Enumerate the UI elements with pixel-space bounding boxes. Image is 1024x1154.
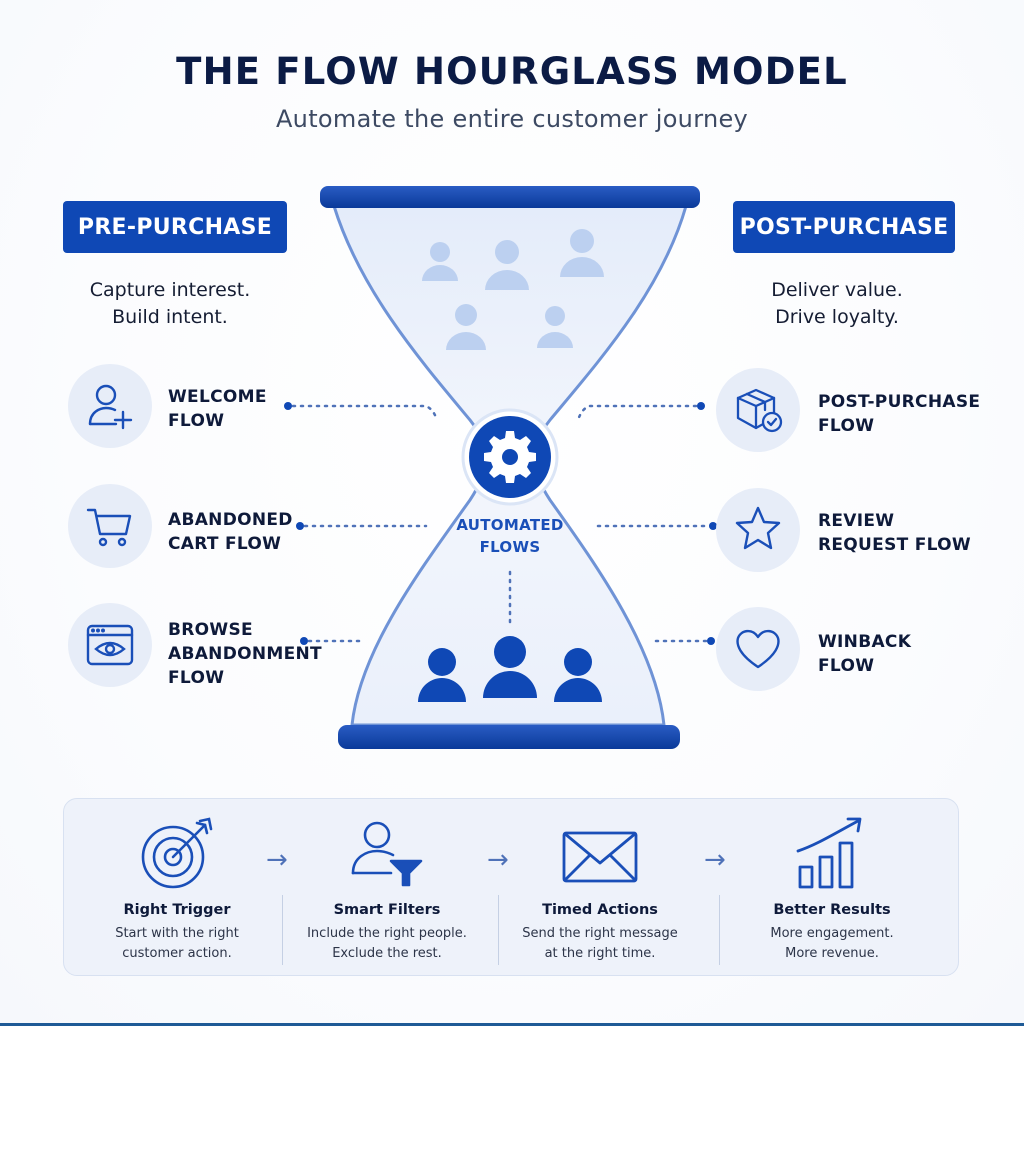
step-desc-line: More engagement. <box>770 926 894 941</box>
center-label-line: FLOWS <box>479 538 541 556</box>
arrow-right-icon: → <box>266 845 288 875</box>
top-people-group <box>422 229 604 350</box>
flow-label-line: ABANDONED <box>168 510 293 530</box>
benefits-panel: Right Trigger Start with the right custo… <box>63 798 959 976</box>
step-desc-line: Start with the right <box>115 926 239 941</box>
step-description: Include the right people. Exclude the re… <box>277 924 497 964</box>
flow-label-line: CART FLOW <box>168 534 282 554</box>
review-request-flow-label: REVIEW REQUEST FLOW <box>818 509 971 557</box>
connector-dot <box>697 402 705 410</box>
person-icon <box>422 242 458 281</box>
pre-tagline-line: Capture interest. <box>89 279 251 301</box>
post-purchase-tagline: Deliver value. Drive loyalty. <box>697 277 977 331</box>
step-divider <box>498 895 499 965</box>
flow-label-line: ABANDONMENT <box>168 644 322 664</box>
connector-dot <box>284 402 292 410</box>
step-desc-line: Exclude the rest. <box>332 946 442 961</box>
pre-purchase-tagline: Capture interest. Build intent. <box>30 277 310 331</box>
flow-label-line: FLOW <box>168 411 225 431</box>
package-check-icon <box>736 388 783 433</box>
connector-dot <box>709 522 717 530</box>
welcome-flow-label: WELCOME FLOW <box>168 385 267 433</box>
flow-label-line: WINBACK <box>818 632 912 652</box>
step-desc-line: Send the right message <box>522 926 678 941</box>
arrow-right-icon: → <box>704 845 726 875</box>
step-divider <box>719 895 720 965</box>
right-connectors <box>576 404 710 643</box>
hourglass-diagram <box>284 186 717 749</box>
automated-flows-label: AUTOMATED FLOWS <box>430 514 590 558</box>
flow-label-line: FLOW <box>168 668 225 688</box>
step-title: Timed Actions <box>542 902 658 918</box>
user-filter-icon <box>351 821 423 887</box>
center-label-line: AUTOMATED <box>456 516 564 534</box>
review-flow-icon-circle <box>716 488 800 572</box>
step-desc-line: Include the right people. <box>307 926 467 941</box>
post-purchase-badge: POST-PURCHASE <box>733 201 955 253</box>
step-description: More engagement. More revenue. <box>722 924 942 964</box>
envelope-icon <box>562 831 638 883</box>
person-icon <box>560 229 604 277</box>
person-icon <box>483 636 537 698</box>
step-divider <box>282 895 283 965</box>
star-icon <box>735 506 781 550</box>
post-purchase-flow-label: POST-PURCHASE FLOW <box>818 390 980 438</box>
growth-chart-icon <box>796 817 862 889</box>
step-desc-line: customer action. <box>122 946 232 961</box>
target-icon <box>141 817 213 889</box>
cart-flow-icon-circle <box>68 484 152 568</box>
person-icon <box>446 304 486 350</box>
flow-label-line: WELCOME <box>168 387 267 407</box>
step-desc-line: More revenue. <box>785 946 879 961</box>
winback-flow-icon-circle <box>716 607 800 691</box>
flow-label-line: POST-PURCHASE <box>818 392 981 412</box>
page-subtitle: Automate the entire customer journey <box>275 105 749 133</box>
step-title: Better Results <box>773 902 891 918</box>
flow-label-line: REVIEW <box>818 511 895 531</box>
browse-flow-icon-circle <box>68 603 152 687</box>
flow-label-line: REQUEST FLOW <box>818 535 971 555</box>
user-plus-icon <box>88 384 133 430</box>
connector-dot <box>296 522 304 530</box>
connector-dot <box>300 637 308 645</box>
person-icon <box>554 648 602 702</box>
connector-post-purchase <box>576 404 698 422</box>
post-tagline-line: Drive loyalty. <box>775 306 899 328</box>
arrow-right-icon: → <box>487 845 509 875</box>
gear-icon <box>484 431 536 483</box>
hourglass-top-cap <box>320 186 700 208</box>
infographic-canvas: THE FLOW HOURGLASS MODEL Automate the en… <box>0 0 1024 1024</box>
flow-label-line: FLOW <box>818 656 875 676</box>
person-icon <box>418 648 466 702</box>
left-connectors <box>291 404 439 643</box>
winback-flow-label: WINBACK FLOW <box>818 630 911 678</box>
step-description: Start with the right customer action. <box>67 924 287 964</box>
post-tagline-line: Deliver value. <box>771 279 903 301</box>
step-title: Smart Filters <box>333 902 441 918</box>
browse-abandonment-flow-label: BROWSE ABANDONMENT FLOW <box>168 618 322 690</box>
pre-purchase-badge: PRE-PURCHASE <box>63 201 287 253</box>
browser-eye-icon <box>86 624 134 666</box>
page-title: THE FLOW HOURGLASS MODEL <box>176 50 848 93</box>
pre-tagline-line: Build intent. <box>112 306 228 328</box>
post-purchase-flow-icon-circle <box>716 368 800 452</box>
bottom-rule <box>0 1023 1024 1026</box>
step-title: Right Trigger <box>123 902 231 918</box>
step-description: Send the right message at the right time… <box>490 924 710 964</box>
connector-welcome <box>291 404 439 422</box>
connector-dot <box>707 637 715 645</box>
step-desc-line: at the right time. <box>544 946 656 961</box>
abandoned-cart-flow-label: ABANDONED CART FLOW <box>168 508 293 556</box>
heart-icon <box>736 629 780 669</box>
bottom-people-group <box>418 636 602 702</box>
flow-label-line: BROWSE <box>168 620 253 640</box>
hourglass-bottom-cap <box>338 725 680 749</box>
welcome-flow-icon-circle <box>68 364 152 448</box>
shopping-cart-icon <box>86 508 132 547</box>
flow-label-line: FLOW <box>818 416 875 436</box>
person-icon <box>485 240 529 290</box>
person-icon <box>537 306 573 348</box>
